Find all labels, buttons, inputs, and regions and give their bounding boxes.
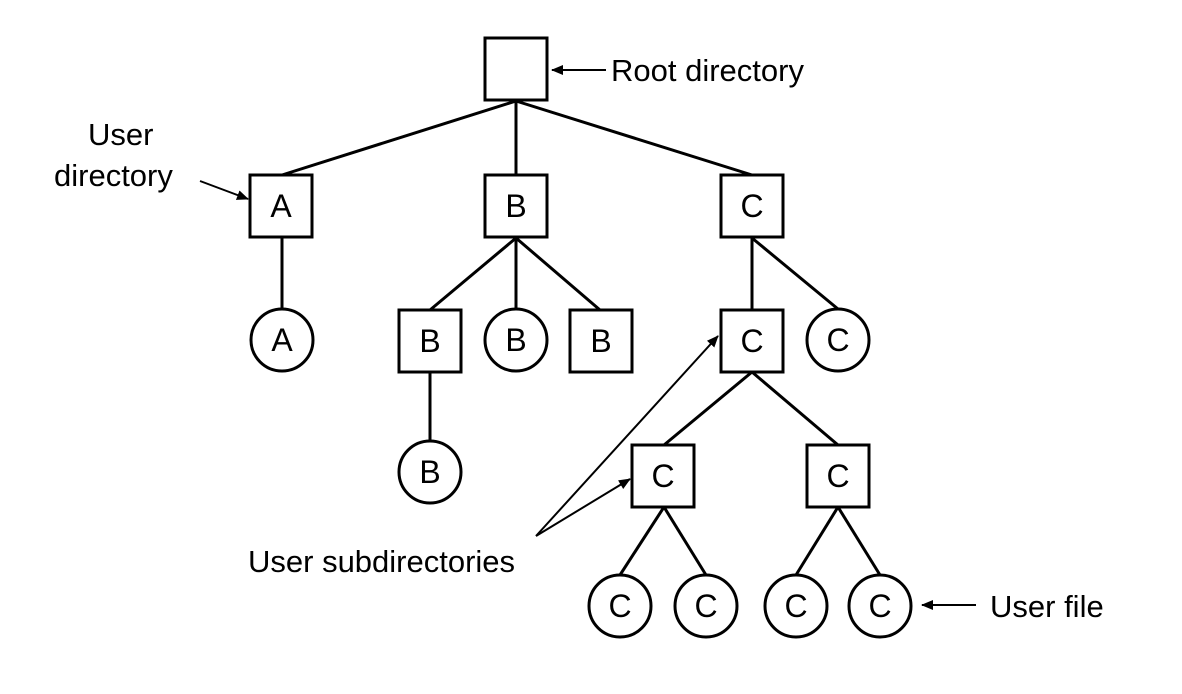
tree-nodes: A B C A B B B C — [248, 36, 913, 639]
directory-box-icon — [719, 308, 785, 374]
user-subdirectory-c1-label: C — [740, 323, 763, 359]
file-circle-icon — [847, 573, 913, 639]
user-subdirectory-c2-node: C — [630, 443, 696, 509]
user-directory-callout-line2: directory — [54, 158, 173, 193]
directory-box-icon — [483, 173, 549, 239]
user-subdirectory-b1-node: B — [397, 308, 463, 374]
callout-labels: Root directory User directory User subdi… — [54, 53, 1104, 624]
root-directory-callout: Root directory — [611, 53, 804, 88]
edge-subdir-c1-to-subdir-c3 — [751, 370, 839, 447]
user-subdirectories-arrow-to-c2 — [535, 478, 631, 537]
file-circle-icon — [763, 573, 829, 639]
directory-box-icon — [248, 173, 314, 239]
user-file-c2-label: C — [608, 588, 631, 624]
user-file-b1-node: B — [483, 307, 549, 373]
edge-dir-b-to-subdir-b2 — [515, 236, 601, 312]
user-subdirectories-callout: User subdirectories — [248, 544, 515, 579]
file-circle-icon — [249, 307, 315, 373]
user-subdirectory-b2-node: B — [568, 308, 634, 374]
root-directory-node — [483, 36, 549, 102]
user-file-c1-label: C — [826, 322, 849, 358]
user-subdirectory-c1-node: C — [719, 308, 785, 374]
directory-box-icon — [397, 308, 463, 374]
directory-box-icon — [630, 443, 696, 509]
user-subdirectory-b1-label: B — [419, 323, 440, 359]
user-file-a-node: A — [249, 307, 315, 373]
user-file-a-label: A — [271, 322, 293, 358]
user-subdirectory-c2-label: C — [651, 458, 674, 494]
edge-root-to-dir-c — [515, 99, 753, 177]
user-subdirectory-c3-label: C — [826, 458, 849, 494]
tree-edges — [280, 99, 882, 576]
user-directory-a-label: A — [270, 188, 292, 224]
user-file-c3-node: C — [673, 573, 739, 639]
file-circle-icon — [397, 439, 463, 505]
edge-subdir-c1-to-subdir-c2 — [663, 370, 753, 447]
user-file-c4-node: C — [763, 573, 829, 639]
user-file-c4-label: C — [784, 588, 807, 624]
user-subdirectory-b2-label: B — [590, 323, 611, 359]
user-directory-b-node: B — [483, 173, 549, 239]
file-circle-icon — [587, 573, 653, 639]
user-directory-callout-line1: User — [88, 117, 153, 152]
callout-arrows — [199, 65, 976, 610]
edge-subdir-c3-to-file-c4 — [794, 506, 840, 576]
user-file-c3-label: C — [694, 588, 717, 624]
edge-root-to-dir-a — [281, 99, 517, 177]
directory-box-icon — [568, 308, 634, 374]
user-directory-c-node: C — [719, 173, 785, 239]
edge-subdir-c3-to-file-c5 — [836, 506, 882, 576]
user-file-c5-label: C — [868, 588, 891, 624]
user-directory-b-label: B — [505, 188, 526, 224]
directory-box-icon — [805, 443, 871, 509]
file-circle-icon — [805, 307, 871, 373]
user-file-c1-node: C — [805, 307, 871, 373]
user-subdirectory-c3-node: C — [805, 443, 871, 509]
user-file-b2-node: B — [397, 439, 463, 505]
file-circle-icon — [673, 573, 739, 639]
user-file-c5-node: C — [847, 573, 913, 639]
user-directory-arrow — [199, 180, 249, 200]
edge-subdir-c2-to-file-c3 — [662, 506, 708, 576]
user-file-b2-label: B — [419, 454, 440, 490]
edge-dir-b-to-subdir-b1 — [429, 236, 517, 312]
user-directory-c-label: C — [740, 188, 763, 224]
user-directory-a-node: A — [248, 173, 314, 239]
user-subdirectories-arrow-to-c1 — [535, 335, 719, 537]
user-file-c2-node: C — [587, 573, 653, 639]
file-circle-icon — [483, 307, 549, 373]
edge-subdir-c2-to-file-c2 — [618, 506, 666, 576]
user-file-callout: User file — [990, 589, 1104, 624]
directory-box-icon — [483, 36, 549, 102]
directory-box-icon — [719, 173, 785, 239]
edge-dir-c-to-file-c1 — [751, 236, 839, 311]
user-file-b1-label: B — [505, 322, 526, 358]
